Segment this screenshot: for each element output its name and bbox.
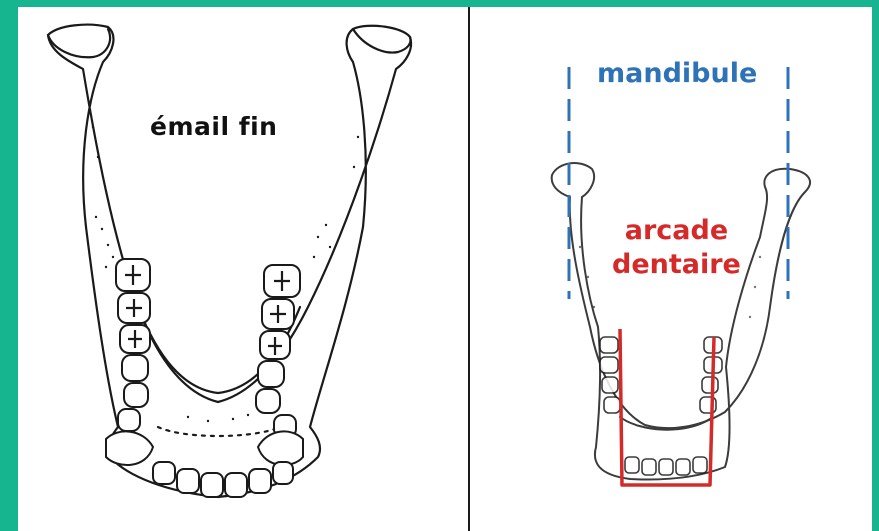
left-teeth-row-right [256,265,300,437]
right-mandible-outline [552,163,810,479]
right-teeth [600,337,722,475]
left-incisors [106,431,303,497]
email-fin-label: émail fin [150,112,277,141]
arcade-label-line2: dentaire [612,248,741,282]
left-mandible-outline [48,25,411,497]
left-mandible-drawing [18,7,468,531]
arcade-dentaire-label: arcade dentaire [612,214,741,282]
arcade-label-line1: arcade [612,214,741,248]
mandibule-label: mandibule [597,58,757,89]
